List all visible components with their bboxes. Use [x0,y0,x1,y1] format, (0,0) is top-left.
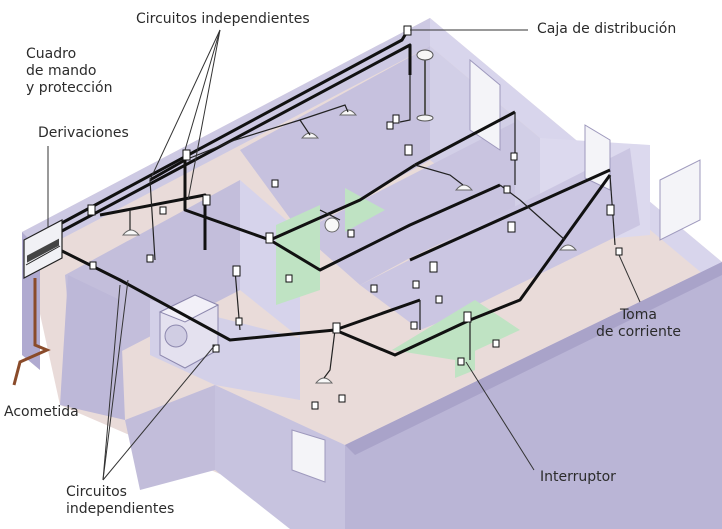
wall-front-right [345,262,722,529]
switch [404,144,413,156]
doors [276,188,520,378]
label-toma-line-2: de corriente [596,324,681,340]
outlet [235,317,243,326]
lamp [324,217,340,233]
lamp [454,184,474,191]
wall-room-4 [300,122,515,285]
label-circuitos-line-2: independientes [66,501,175,517]
label-caja-distribucion: Caja de distribución [537,21,677,37]
wall-room-5 [360,148,640,330]
outlet [435,295,443,304]
label-derivaciones: Derivaciones [38,125,129,141]
outlet [412,280,420,289]
lamp [121,229,141,236]
label-toma-line-1: Toma [620,307,657,323]
outlet [271,179,279,188]
window [659,159,701,241]
label-circuitos-independientes-bottom: Circuitos independientes [66,484,174,518]
switch [87,204,96,216]
label-cuadro-line-2: de mando [26,63,97,79]
switch [403,25,412,36]
outlet [311,401,319,410]
window [291,429,326,483]
wall-front-low [215,385,345,529]
lamp [558,244,578,251]
switch [507,221,516,233]
distribution-panel [23,219,63,279]
outlet [410,321,418,330]
floor-lamp [416,49,434,122]
switch [232,265,241,277]
acometida-line [12,278,51,386]
lamp [338,109,358,116]
window [469,58,501,151]
outlet [503,185,511,194]
switch [463,311,472,323]
outlet [338,394,346,403]
ceiling-lamps [121,109,578,384]
lamp [314,377,334,384]
switch [429,261,438,273]
label-toma-corriente: Toma de corriente [596,307,681,341]
wire-drops [129,75,616,379]
switch [332,322,341,334]
label-interruptor: Interruptor [540,469,616,485]
outlet [212,344,220,353]
outlet [89,261,97,270]
outlet [457,357,465,366]
outlet [285,274,293,283]
outlet [492,339,500,348]
outlet [615,247,623,256]
label-cuadro-line-1: Cuadro [26,46,77,62]
switch [392,114,400,124]
label-circuitos-line-1: Circuitos [66,484,127,500]
door [345,188,385,232]
switch [606,204,615,216]
label-circuitos-independientes-top: Circuitos independientes [136,11,310,27]
label-cuadro-line-3: y protección [26,80,113,96]
house-structure [22,18,722,529]
wall-front-mid [125,385,215,490]
switch [182,149,191,161]
label-acometida: Acometida [4,404,79,420]
lamp [300,132,320,139]
switch [202,194,211,206]
outlet [370,284,378,293]
washing-machine [158,294,220,369]
outlet [510,152,518,161]
leader-lines [47,29,641,481]
outlet [146,254,154,263]
label-cuadro-mando: Cuadro de mando y protección [26,46,112,97]
switch [265,232,274,244]
outlet [347,229,355,238]
wall-front-left [60,275,125,420]
wall-front-right-top [345,262,722,455]
outlet [386,121,394,130]
outlet [159,206,167,215]
